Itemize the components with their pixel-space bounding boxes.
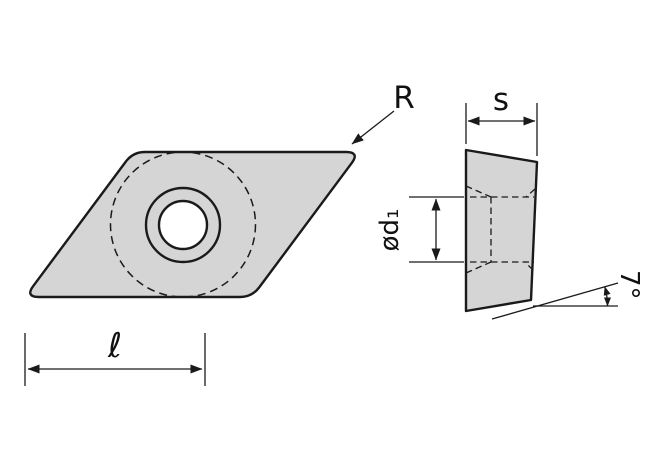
insert-side-view xyxy=(464,148,539,313)
inscribed-circle-dashed xyxy=(109,151,257,298)
edge-length-dimension: ℓ xyxy=(24,326,206,386)
side-view-outline xyxy=(464,148,539,313)
radius-leader-line xyxy=(351,110,395,145)
corner-radius-label: R xyxy=(393,80,415,116)
edge-length-label: ℓ xyxy=(107,326,122,366)
hidden-hole-lines xyxy=(465,185,536,274)
clearance-angle-annotation: 7° xyxy=(491,270,644,320)
angle-face-line xyxy=(491,282,619,320)
countersink-circle xyxy=(144,186,222,264)
hole-diameter-label: ød₁ xyxy=(375,209,405,252)
thickness-dimension: s xyxy=(465,82,538,156)
insert-top-view xyxy=(29,150,356,299)
angle-arc xyxy=(603,286,612,307)
thickness-label: s xyxy=(493,82,509,118)
hole-diameter-dimension: ød₁ xyxy=(375,196,464,263)
clearance-angle-label: 7° xyxy=(614,270,644,300)
center-hole xyxy=(157,199,209,251)
corner-radius-annotation: R xyxy=(351,80,415,145)
